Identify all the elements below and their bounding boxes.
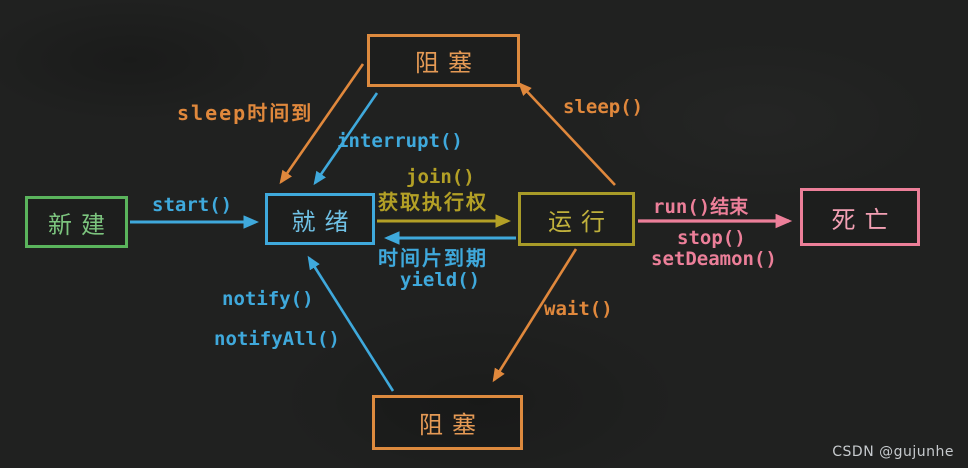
label-notify: notify() — [222, 288, 314, 310]
label-run-end: run()结束 — [653, 196, 749, 218]
state-box-dead: 死亡 — [800, 188, 920, 246]
label-join: join() — [406, 166, 475, 188]
label-sleep-timeout: sleep时间到 — [177, 101, 314, 125]
label-stop: stop() — [677, 227, 746, 249]
label-timeslice-expired: 时间片到期 — [378, 246, 488, 270]
label-interrupt: interrupt() — [337, 130, 463, 152]
label-notifyall: notifyAll() — [214, 328, 340, 350]
state-box-ready: 就绪 — [265, 193, 375, 245]
label-sleep: sleep() — [563, 96, 644, 118]
state-box-new: 新建 — [25, 196, 128, 248]
state-box-blocked-top: 阻塞 — [367, 34, 520, 87]
label-wait: wait() — [544, 298, 613, 320]
state-box-blocked-bottom: 阻塞 — [372, 395, 523, 450]
label-start: start() — [152, 194, 233, 216]
label-setdeamon: setDeamon() — [651, 248, 777, 270]
label-acquire-execution: 获取执行权 — [378, 190, 488, 214]
csdn-watermark: CSDN @gujunhe — [832, 444, 954, 460]
state-box-running: 运行 — [518, 192, 635, 246]
arrow-notify — [307, 255, 395, 392]
label-yield: yield() — [400, 269, 481, 291]
